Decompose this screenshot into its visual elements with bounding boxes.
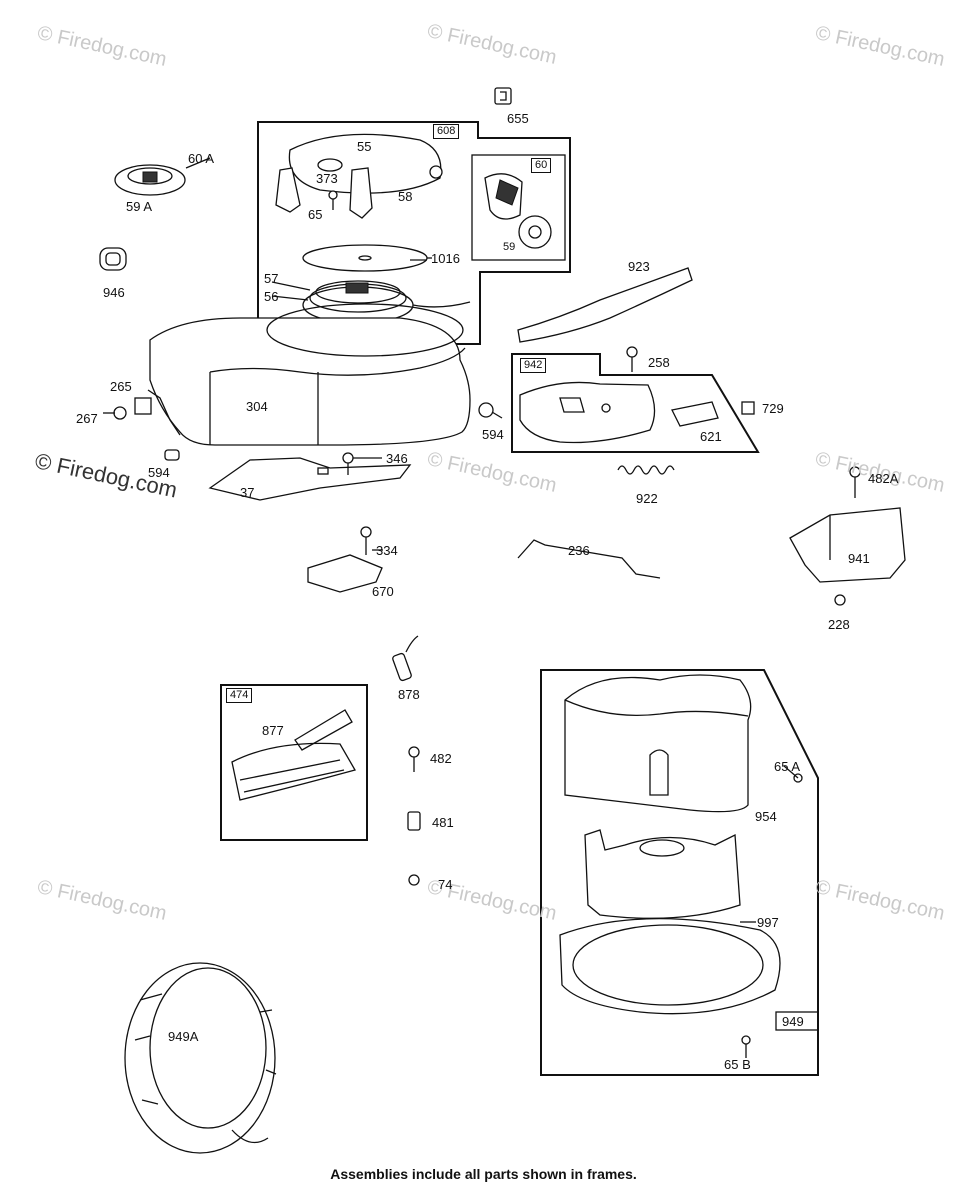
label-655: 655 (507, 111, 529, 126)
label-65: 65 (308, 207, 323, 222)
label-594-left: 594 (148, 465, 170, 480)
label-228: 228 (828, 617, 850, 632)
armature-877 (231, 742, 356, 801)
baffle-37 (208, 457, 412, 501)
label-236: 236 (568, 543, 590, 558)
frame-60 (471, 154, 566, 261)
screw-594-right (478, 402, 494, 418)
label-946: 946 (103, 285, 125, 300)
part-729 (741, 401, 755, 415)
label-954: 954 (755, 809, 777, 824)
label-482A: 482A (868, 471, 899, 486)
screw-594-left (164, 449, 180, 461)
label-608: 608 (433, 124, 460, 139)
frame-474 (220, 684, 368, 841)
label-304: 304 (246, 399, 268, 414)
label-922: 922 (636, 491, 658, 506)
retainer-59 (518, 215, 552, 249)
spring-922 (617, 465, 675, 475)
label-74: 74 (438, 877, 453, 892)
starter-housing-55 (288, 133, 442, 194)
label-59: 59 (503, 241, 516, 253)
screw-481 (407, 811, 421, 831)
label-474: 474 (226, 688, 253, 703)
label-923: 923 (628, 259, 650, 274)
label-346: 346 (386, 451, 408, 466)
part-621 (671, 401, 719, 427)
label-37: 37 (240, 485, 255, 500)
label-670: 670 (372, 584, 394, 599)
label-267: 267 (76, 411, 98, 426)
link-236 (517, 539, 661, 579)
label-65B: 65 B (724, 1057, 751, 1072)
label-59A: 59 A (126, 199, 153, 214)
label-481: 481 (432, 815, 454, 830)
base-plate-997 (559, 917, 781, 1015)
label-997: 997 (757, 915, 779, 930)
part-946 (99, 247, 127, 271)
label-594-right: 594 (482, 427, 504, 442)
label-878: 878 (398, 687, 420, 702)
blower-housing-304 (149, 317, 471, 446)
shield-941 (789, 507, 906, 583)
stator-ring-949A (124, 962, 276, 1154)
label-60A: 60 A (188, 151, 215, 166)
label-949: 949 (782, 1014, 804, 1029)
label-56: 56 (264, 289, 279, 304)
label-942: 942 (520, 358, 547, 373)
label-334: 334 (376, 543, 398, 558)
part-655 (494, 87, 512, 105)
label-482: 482 (430, 751, 452, 766)
part-334 (307, 554, 383, 593)
label-265: 265 (110, 379, 132, 394)
label-373: 373 (316, 171, 338, 186)
frame-949 (540, 669, 819, 1076)
disc-1016 (302, 244, 428, 272)
control-bracket-942 (519, 381, 656, 444)
starter-handle (275, 167, 301, 213)
spring-923 (517, 267, 693, 343)
label-949A: 949A (168, 1029, 199, 1044)
label-60: 60 (531, 158, 552, 173)
frame-942 (511, 353, 760, 453)
part-878 (392, 652, 412, 682)
label-877: 877 (262, 723, 284, 738)
label-621: 621 (700, 429, 722, 444)
label-65A: 65 A (774, 759, 801, 774)
label-941: 941 (848, 551, 870, 566)
label-258: 258 (648, 355, 670, 370)
label-57: 57 (264, 271, 279, 286)
label-729: 729 (762, 401, 784, 416)
label-55: 55 (357, 139, 372, 154)
label-1016: 1016 (431, 251, 460, 266)
footnote-caption: Assemblies include all parts shown in fr… (330, 1166, 637, 1182)
housing-949 (564, 674, 752, 813)
label-58: 58 (398, 189, 413, 204)
